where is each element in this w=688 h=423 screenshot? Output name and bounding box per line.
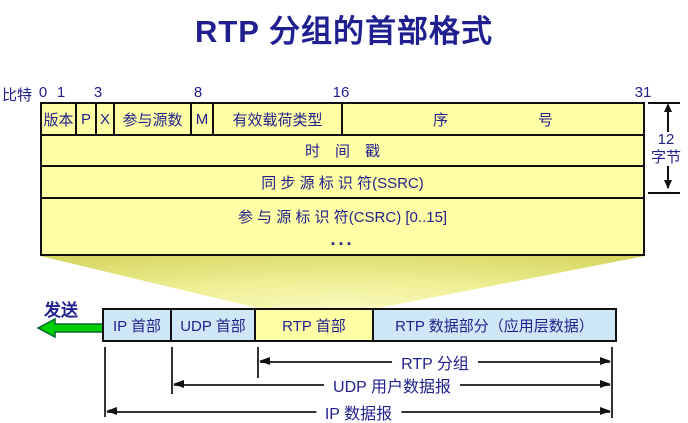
arrowhead-left-icon <box>106 407 117 415</box>
segment-rtp-header: RTP 首部 <box>256 310 374 340</box>
byte-bracket-line-top <box>667 110 669 132</box>
bit-ruler-prefix: 比特 <box>2 87 33 104</box>
send-arrow-icon <box>36 317 105 339</box>
segment-udp-header: UDP 首部 <box>172 310 256 340</box>
field-ssrc: 同 步 源 标 识 符(SSRC) <box>42 165 643 197</box>
send-label: 发送 <box>44 301 78 320</box>
field-csrc-count: 参与源数 <box>115 104 192 134</box>
guide-line-udp <box>171 347 173 394</box>
field-padding: P <box>77 104 97 134</box>
arrow-up-icon <box>664 103 672 112</box>
guide-line-right <box>611 347 613 418</box>
segment-ip-header: IP 首部 <box>104 310 172 340</box>
arrowhead-left-icon <box>259 357 270 365</box>
packet-bar: IP 首部 UDP 首部 RTP 首部 RTP 数据部分（应用层数据） <box>102 308 617 342</box>
span-udp-datagram: UDP 用户数据报 <box>173 373 611 397</box>
byte-span-value: 12 <box>657 131 675 148</box>
span-label: IP 数据报 <box>315 400 402 423</box>
bit-tick-8: 8 <box>193 84 203 101</box>
header-row-1: 版本 P X 参与源数 M 有效载荷类型 序 号 <box>42 104 643 134</box>
arrowhead-left-icon <box>173 380 184 388</box>
expansion-funnel <box>40 256 645 308</box>
guide-line-rtp <box>257 347 259 378</box>
span-ip-datagram: IP 数据报 <box>106 400 611 423</box>
arrowhead-right-icon <box>600 407 611 415</box>
field-csrc-label: 参 与 源 标 识 符(CSRC) [0..15] <box>237 209 448 226</box>
field-version: 版本 <box>42 104 77 134</box>
bit-tick-16: 16 <box>332 84 350 101</box>
field-payload-type: 有效载荷类型 <box>214 104 343 134</box>
byte-span-unit: 字节 <box>650 149 681 166</box>
page-title: RTP 分组的首部格式 <box>194 14 494 49</box>
byte-bracket-bottom-tick <box>648 192 680 194</box>
arrowhead-right-icon <box>600 380 611 388</box>
field-sequence-number: 序 号 <box>432 111 553 129</box>
span-label: UDP 用户数据报 <box>324 373 460 397</box>
arrowhead-right-icon <box>600 357 611 365</box>
bit-tick-31: 31 <box>634 84 652 101</box>
byte-span-label: 12 字节 <box>646 131 686 167</box>
span-rtp-packet: RTP 分组 <box>259 350 611 374</box>
arrow-down-icon <box>664 180 672 189</box>
field-timestamp: 时 间 戳 <box>42 134 643 165</box>
field-extension: X <box>97 104 115 134</box>
field-marker: M <box>192 104 214 134</box>
field-csrc: 参 与 源 标 识 符(CSRC) [0..15] ... <box>42 197 643 254</box>
ellipsis: ... <box>330 229 355 249</box>
bit-tick-0: 0 <box>38 84 48 101</box>
bit-tick-3: 3 <box>93 84 103 101</box>
segment-rtp-payload: RTP 数据部分（应用层数据） <box>374 310 615 340</box>
guide-line-ip <box>104 347 106 417</box>
span-label: RTP 分组 <box>392 350 478 374</box>
rtp-header-table: 版本 P X 参与源数 M 有效载荷类型 序 号 时 间 戳 同 步 源 标 识… <box>40 102 645 256</box>
byte-bracket-line-bottom <box>667 166 669 188</box>
bit-tick-1: 1 <box>56 84 66 101</box>
